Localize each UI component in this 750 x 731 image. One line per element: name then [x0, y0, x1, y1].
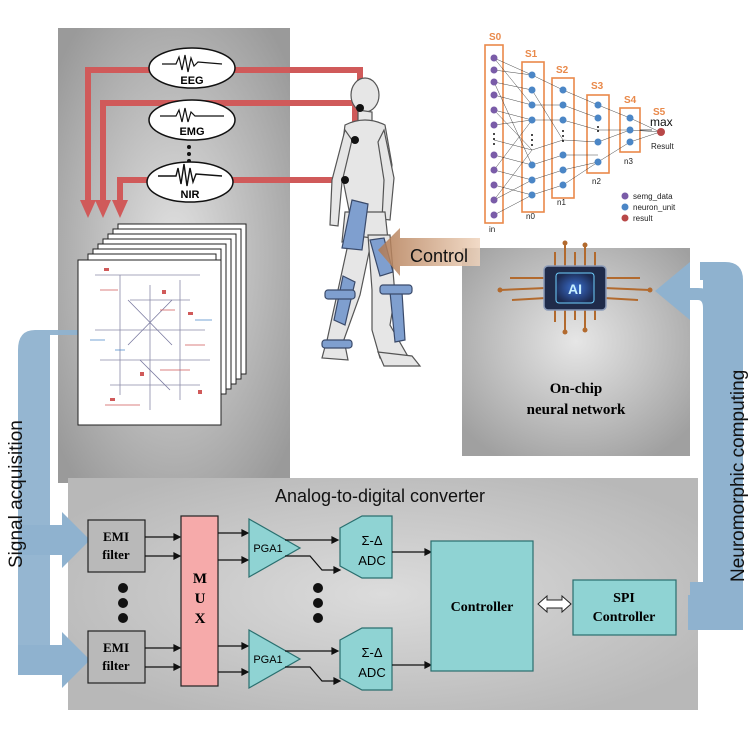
controller-block [430, 540, 534, 672]
spi-controller-block [572, 579, 677, 636]
layer-n0: n0 [526, 212, 535, 221]
spi-label-line1: SPI [613, 591, 635, 606]
pga-top [248, 517, 302, 579]
nir-signal [146, 161, 234, 203]
emg-label: EMG [179, 126, 204, 138]
emi-filter-bottom-label2: filter [102, 658, 130, 673]
schematic-stack [77, 223, 247, 426]
neural-network-diagram: S0 S1 S2 S3 S4 S5 [470, 28, 680, 234]
adc-to-controller-wires [392, 548, 433, 669]
stage-s2: S2 [556, 65, 569, 76]
adc-title: Analog-to-digital converter [275, 486, 485, 506]
emi-filter-top [87, 519, 146, 573]
adc-bottom-label1: Σ-Δ [361, 645, 382, 660]
spi-label-line2: Controller [593, 610, 656, 625]
mux-letter-u: U [195, 591, 206, 607]
legend-result: result [633, 214, 653, 223]
layer-n3: n3 [624, 157, 633, 166]
controller-label: Controller [451, 600, 514, 615]
control-arrow [378, 228, 480, 276]
emi-filter-bottom-label1: EMI [103, 640, 129, 655]
emi-filter-top-label2: filter [102, 547, 130, 562]
human-figure [321, 77, 422, 367]
mux-letter-x: X [195, 611, 206, 627]
adc-top-label2: ADC [358, 553, 385, 568]
layer-n1: n1 [557, 198, 566, 207]
eeg-signal [148, 47, 236, 89]
on-chip-label-line1: On-chip [550, 381, 603, 397]
stage-s1: S1 [525, 49, 538, 60]
middle-ellipsis-dots [313, 583, 323, 623]
signal-arrowheads [80, 200, 128, 218]
result-label: Result [651, 142, 674, 151]
layer-n2: n2 [592, 177, 601, 186]
stage-s3: S3 [591, 81, 604, 92]
schematic-drawing [90, 268, 212, 410]
stage-s5: S5 [653, 107, 666, 118]
pga-to-adc-wires [285, 536, 342, 685]
nir-label: NIR [181, 189, 200, 201]
layer-in: in [489, 225, 495, 234]
emi-filter-bottom [87, 630, 146, 684]
chip-label: AI [568, 281, 582, 297]
eeg-label: EEG [180, 75, 203, 87]
legend-semg-data: semg_data [633, 192, 673, 201]
adc-bottom-label2: ADC [358, 665, 385, 680]
mux-to-pga-wires [218, 529, 250, 676]
ellipsis-dots [187, 145, 191, 163]
sigma-delta-adc-bottom [339, 627, 393, 691]
max-label: max [650, 115, 673, 129]
neuromorphic-computing-label: Neuromorphic computing [728, 370, 749, 582]
emg-signal [148, 99, 236, 141]
adc-top-label1: Σ-Δ [361, 533, 382, 548]
control-label: Control [410, 246, 468, 266]
emi-filter-top-label1: EMI [103, 529, 129, 544]
sigma-delta-adc-top [339, 515, 393, 579]
emi-to-mux-wires [145, 533, 182, 671]
neuromorphic-arrow [655, 262, 743, 630]
mux-letter-m: M [193, 571, 207, 587]
signal-acquisition-label: Signal acquisition [6, 420, 27, 568]
pga-bottom [248, 628, 302, 690]
bidirectional-arrow [537, 594, 572, 614]
pga-top-label: PGA1 [253, 543, 282, 555]
sensor-dots [341, 104, 364, 184]
ai-chip-icon: AI [497, 240, 653, 335]
stage-s0: S0 [489, 32, 502, 43]
signal-acquisition-arrows [18, 330, 90, 688]
pga-bottom-label: PGA1 [253, 654, 282, 666]
mux-block [180, 515, 219, 687]
legend-neuron-unit: neuron_unit [633, 203, 676, 212]
exoskeleton [321, 199, 413, 349]
stage-s4: S4 [624, 95, 637, 106]
emi-ellipsis-dots [118, 583, 128, 623]
on-chip-label-line2: neural network [527, 402, 626, 418]
